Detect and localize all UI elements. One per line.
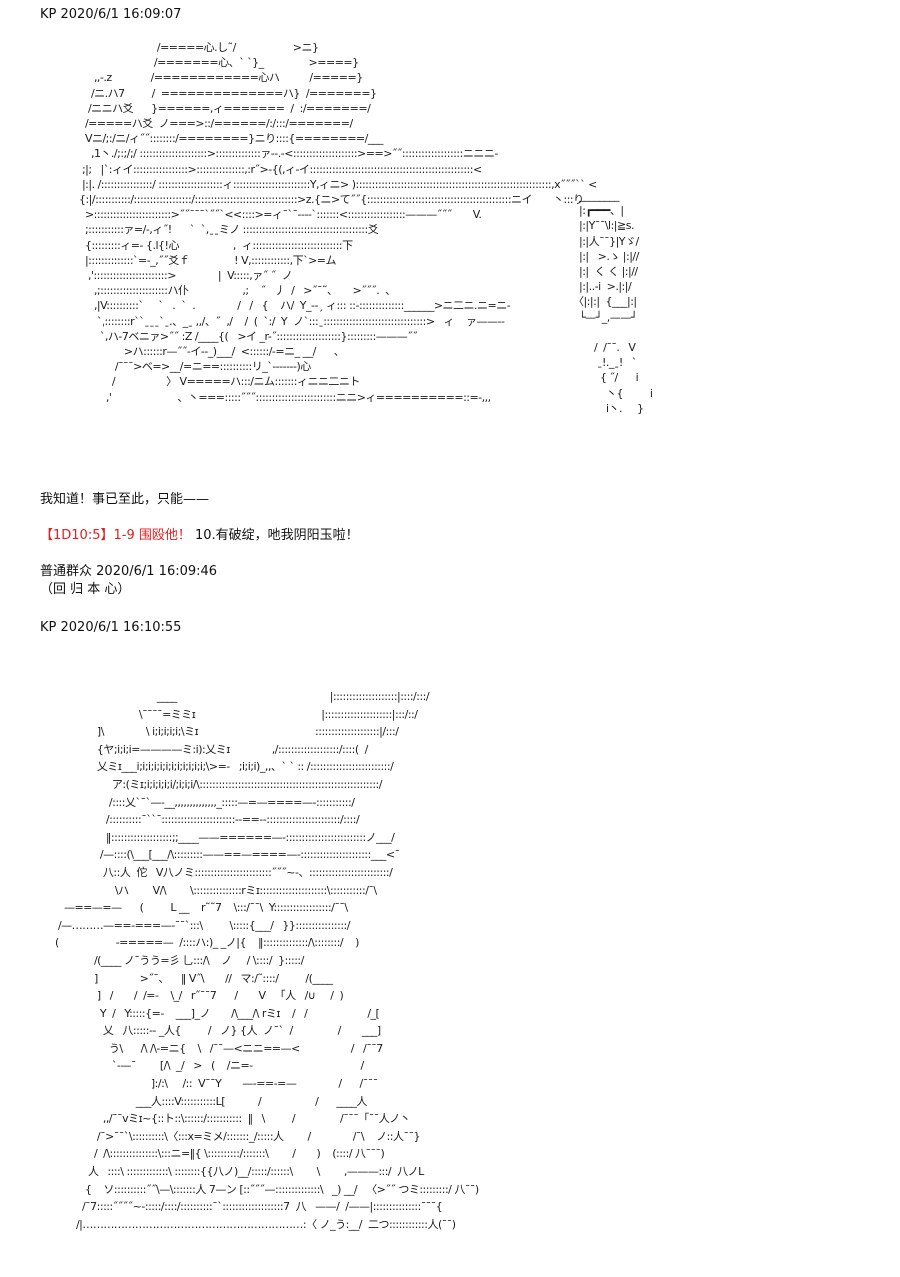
- dice-line: 【1D10:5】1-9 围殴他！ 10.有破绽，吔我阴阳玉啦！: [40, 528, 359, 544]
- ascii-art-cirno: /=====心.し˜/ >ニ} /=======心、` `}_ >====} ,…: [78, 41, 600, 404]
- post-header-3: KP 2020/6/1 16:10:55: [40, 620, 181, 636]
- post-author: KP: [40, 7, 57, 22]
- dice-result: 1-9 围殴他！: [113, 528, 191, 543]
- dice-roll: 【1D10:5】: [40, 528, 114, 543]
- post-header-1: KP 2020/6/1 16:09:07: [40, 7, 181, 23]
- post-timestamp: 2020/6/1 16:09:46: [96, 564, 218, 579]
- post-timestamp: 2020/6/1 16:09:07: [60, 7, 182, 22]
- post-timestamp: 2020/6/1 16:10:55: [60, 620, 182, 635]
- dice-followup: 10.有破绽，吔我阴阳玉啦！: [190, 528, 359, 543]
- post-author: KP: [40, 620, 57, 635]
- post-author: 普通群众: [40, 564, 93, 579]
- post-message: 我知道！事已至此，只能——: [40, 492, 210, 507]
- ascii-art-card-panel: ________ |:┏━━━、| |:|Y¯¯\l:|≧s. |:|人¯¯}|…: [572, 189, 653, 415]
- post-message: （回 归 本 心）: [40, 582, 131, 597]
- post-header-2: 普通群众 2020/6/1 16:09:46: [40, 564, 217, 580]
- ascii-art-armored-figure: ____ |::::::::::::::::::::|::::/:::/ \¯¯…: [54, 690, 479, 1231]
